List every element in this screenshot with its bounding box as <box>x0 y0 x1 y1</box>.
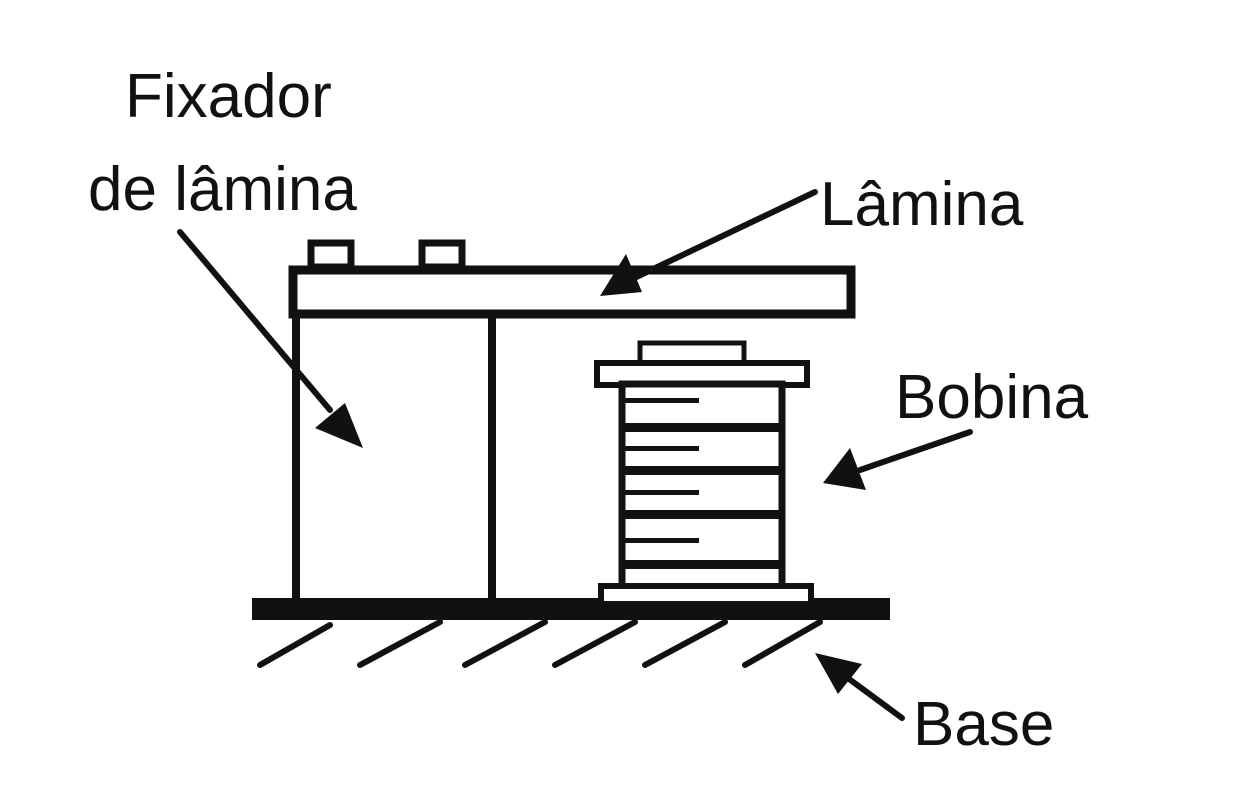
blade <box>288 265 856 319</box>
coil <box>594 340 814 607</box>
label-fixador-line1: Fixador <box>125 62 332 131</box>
label-bobina: Bobina <box>895 363 1089 432</box>
coil-windings <box>624 398 780 569</box>
arrow-lamina <box>600 189 818 296</box>
label-base: Base <box>913 690 1054 759</box>
label-fixador-line2: de lâmina <box>88 155 357 224</box>
arrow-base <box>815 653 905 721</box>
blade-holder <box>292 312 496 600</box>
label-lamina: Lâmina <box>820 170 1024 239</box>
ground-hatching <box>257 619 823 668</box>
blade-tabs <box>307 239 466 271</box>
arrow-fixador <box>177 229 363 448</box>
arrow-bobina <box>823 429 973 490</box>
